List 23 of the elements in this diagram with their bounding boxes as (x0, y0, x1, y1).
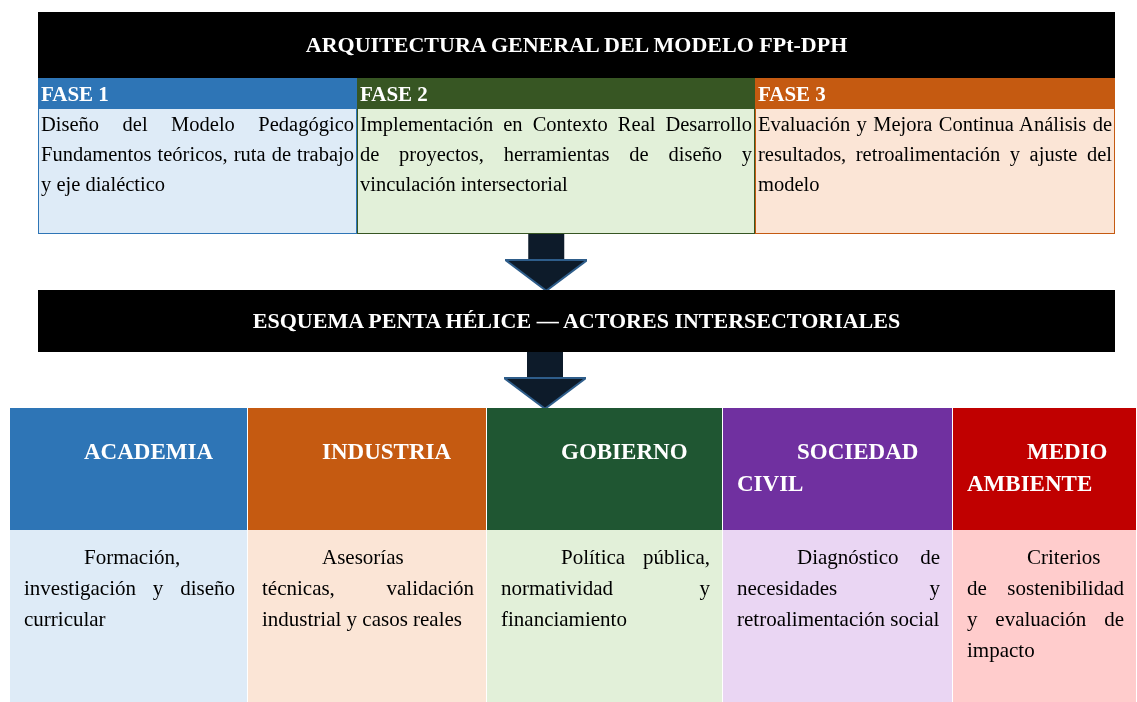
actor-heading: SOCIEDAD CIVIL (723, 408, 952, 530)
actor-description: Formación, investigación y diseño curricular (10, 530, 247, 702)
phase-column (755, 78, 1115, 234)
actor-heading: GOBIERNO (487, 408, 722, 530)
actor-description: Política pública, normatividad y financiamiento (487, 530, 722, 702)
phase-column (38, 78, 357, 234)
actor-heading: MEDIO AMBIENTE (953, 408, 1136, 530)
block-arrow (504, 234, 589, 292)
phase-heading: FASE 2 (358, 79, 754, 109)
phase-description: Implementación en Contexto Real Desarrollo de proyectos, herramientas de diseño y vinculación intersectorial (359, 112, 753, 197)
title-bar: ARQUITECTURA GENERAL DEL MODELO FPt-DPH (38, 12, 1115, 78)
phase-description: Diseño del Modelo Pedagógico Fundamentos teóricos, ruta de trabajo y eje dialéctico (40, 112, 355, 198)
actor-description: Diagnóstico de necesidades y retroalimentación social (723, 530, 952, 702)
actor-heading: INDUSTRIA (248, 408, 486, 530)
phase-description: Evaluación y Mejora Continua Análisis de resultados, retroalimentación y ajuste del modelo (757, 112, 1113, 197)
actor-description: Criterios de sostenibilidad y evaluación de impacto (953, 530, 1136, 702)
phase-heading: FASE 3 (756, 79, 1114, 109)
actor-heading: ACADEMIA (10, 408, 247, 530)
phase-column (357, 78, 755, 234)
title-bar: ESQUEMA PENTA HÉLICE — ACTORES INTERSECTORIALES (38, 290, 1115, 352)
block-arrow (503, 352, 588, 410)
phase-heading: FASE 1 (39, 79, 356, 109)
actor-description: Asesorías técnicas, validación industrial y casos reales (248, 530, 486, 702)
